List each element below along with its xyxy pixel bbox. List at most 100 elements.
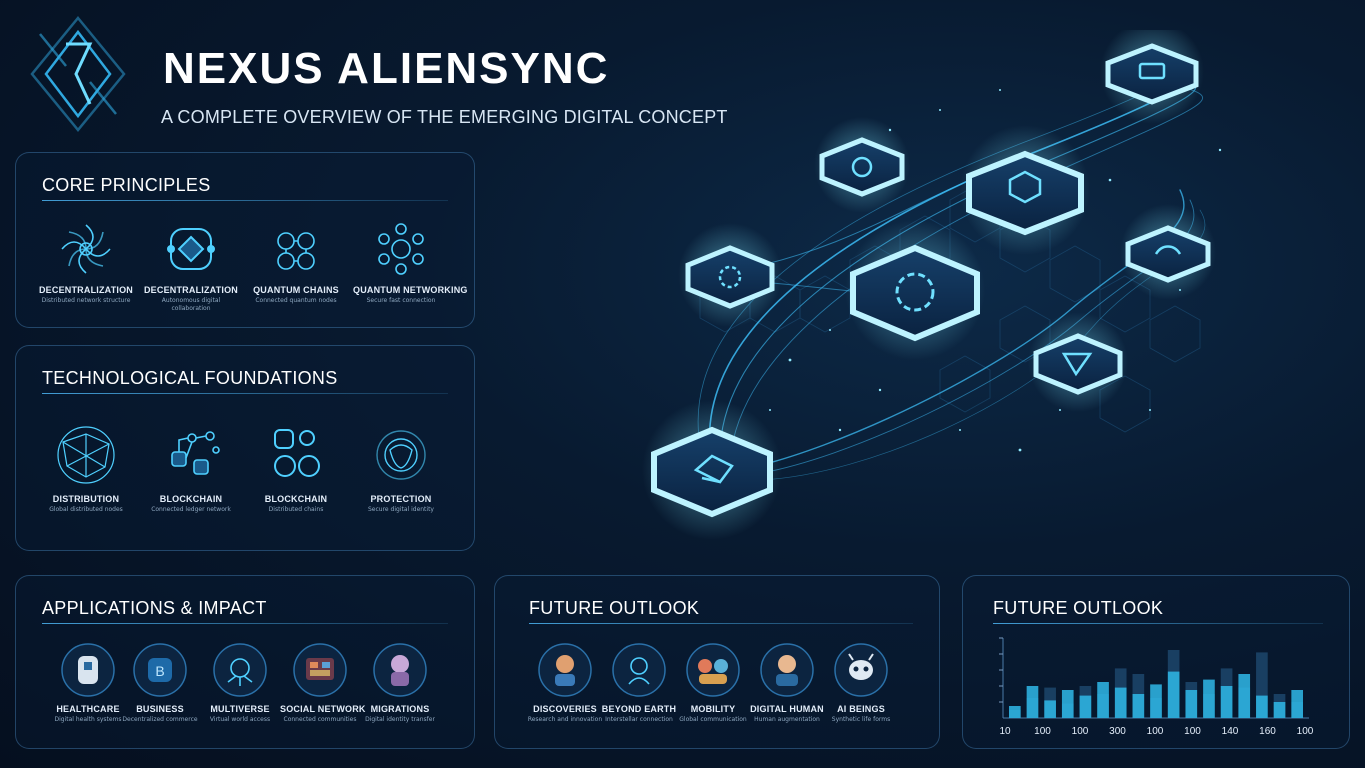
social-network-icon xyxy=(293,643,347,697)
tech-foundations-title: TECHNOLOGICAL FOUNDATIONS xyxy=(42,368,338,388)
future-item-desc: Research and innovation xyxy=(527,716,603,723)
future-item-2[interactable]: BEYOND EARTH Interstellar connection xyxy=(599,642,679,724)
bar-series-1 xyxy=(1097,682,1109,718)
x-tick-label: 100 xyxy=(1147,726,1164,737)
bar-series-1 xyxy=(1238,674,1251,718)
future-item-5[interactable]: AI BEINGS Synthetic life forms xyxy=(821,642,901,724)
future-item-desc: Interstellar connection xyxy=(605,716,673,723)
x-tick-label: 300 xyxy=(1109,726,1126,737)
app-item-3[interactable]: MULTIVERSE Virtual world access xyxy=(200,642,280,724)
app-item-label: BUSINESS xyxy=(136,704,184,714)
page-title: NEXUS ALIENSYNC xyxy=(163,44,610,93)
divider xyxy=(42,393,448,394)
spiral-icon xyxy=(61,224,111,274)
bar-series-1 xyxy=(1132,694,1145,718)
tech-item-label: DISTRIBUTION xyxy=(52,494,120,504)
mobility-icon xyxy=(686,643,740,697)
bar-series-1 xyxy=(1026,686,1039,718)
app-item-label: MULTIVERSE xyxy=(210,704,270,714)
tech-item-desc: Secure digital identity xyxy=(368,506,434,513)
future-item-label: BEYOND EARTH xyxy=(601,704,677,714)
tech-item-1[interactable]: DISTRIBUTION Global distributed nodes xyxy=(38,422,134,514)
future-item-label: DISCOVERIES xyxy=(533,704,597,714)
core-principles-panel: CORE PRINCIPLES DECENTRALIZATION Distrib… xyxy=(15,152,475,328)
tech-item-label: PROTECTION xyxy=(370,494,432,504)
bar-series-1 xyxy=(1256,695,1268,718)
discoveries-icon xyxy=(538,643,592,697)
future-item-1[interactable]: DISCOVERIES Research and innovation xyxy=(525,642,605,724)
core-item-desc: Distributed network structure xyxy=(41,297,131,304)
tech-item-desc: Global distributed nodes xyxy=(49,506,123,513)
x-tick-label: 140 xyxy=(1222,726,1239,737)
future-item-3[interactable]: MOBILITY Global communication xyxy=(673,642,753,724)
bar-series-1 xyxy=(1273,702,1286,718)
x-tick-label: 100 xyxy=(1034,726,1051,737)
divider xyxy=(993,623,1323,624)
gears-icon xyxy=(277,232,315,270)
core-item-4[interactable]: QUANTUM NETWORKING Secure fast connectio… xyxy=(353,219,467,305)
cube-chain-icon xyxy=(171,431,220,475)
future-item-desc: Global communication xyxy=(679,716,747,723)
future-item-desc: Human augmentation xyxy=(754,716,820,723)
core-item-2[interactable]: DECENTRALIZATION Autonomous digital coll… xyxy=(143,219,239,313)
app-item-desc: Virtual world access xyxy=(209,716,271,723)
tech-item-3[interactable]: BLOCKCHAIN Distributed chains xyxy=(248,422,344,514)
bar-series-1 xyxy=(1291,690,1303,718)
bar-series-1 xyxy=(1061,690,1074,718)
app-item-desc: Decentralized commerce xyxy=(122,716,198,723)
core-item-desc: Connected quantum nodes xyxy=(255,297,337,304)
applications-title: APPLICATIONS & IMPACT xyxy=(42,598,267,618)
future-chart-title: FUTURE OUTLOOK xyxy=(993,598,1164,618)
tech-item-desc: Distributed chains xyxy=(268,506,324,513)
tech-item-2[interactable]: BLOCKCHAIN Connected ledger network xyxy=(143,422,239,514)
core-item-desc: Autonomous digital collaboration xyxy=(161,297,221,312)
bar-series-1 xyxy=(1114,687,1127,718)
x-tick-label: 100 xyxy=(1184,726,1201,737)
network-ring-icon xyxy=(378,223,424,275)
applications-panel: APPLICATIONS & IMPACT HEALTHCARE Digital… xyxy=(15,575,475,749)
app-item-5[interactable]: MIGRATIONS Digital identity transfer xyxy=(360,642,440,724)
page-subtitle: A COMPLETE OVERVIEW OF THE EMERGING DIGI… xyxy=(161,107,728,127)
svg-text:B: B xyxy=(155,663,164,679)
future-item-label: DIGITAL HUMAN xyxy=(750,704,824,714)
healthcare-icon xyxy=(61,643,115,697)
app-item-desc: Digital identity transfer xyxy=(365,716,435,723)
tech-item-4[interactable]: PROTECTION Secure digital identity xyxy=(353,422,449,514)
multiverse-icon xyxy=(213,643,267,697)
bar-series-1 xyxy=(1220,686,1233,718)
app-item-2[interactable]: B BUSINESS Decentralized commerce xyxy=(120,642,200,724)
core-item-1[interactable]: DECENTRALIZATION Distributed network str… xyxy=(38,219,134,305)
x-tick-label: 10 xyxy=(999,726,1011,737)
core-item-3[interactable]: QUANTUM CHAINS Connected quantum nodes xyxy=(248,219,344,305)
x-tick-label: 160 xyxy=(1259,726,1276,737)
core-item-desc: Secure fast connection xyxy=(366,297,436,304)
bar-series-1 xyxy=(1150,684,1162,718)
tech-item-label: BLOCKCHAIN xyxy=(264,494,328,504)
app-item-label: HEALTHCARE xyxy=(56,704,120,714)
future-item-desc: Synthetic life forms xyxy=(831,716,891,723)
app-item-label: MIGRATIONS xyxy=(370,704,430,714)
app-item-label: SOCIAL NETWORK xyxy=(280,704,366,714)
divider xyxy=(42,200,448,201)
shield-orb-icon xyxy=(376,430,426,480)
future-item-4[interactable]: DIGITAL HUMAN Human augmentation xyxy=(747,642,827,724)
digital-human-icon xyxy=(760,643,814,697)
beyond-earth-icon xyxy=(612,643,666,697)
divider xyxy=(42,623,448,624)
bar-series-1 xyxy=(1079,695,1092,718)
diamond-node-icon xyxy=(167,228,215,270)
tech-item-label: BLOCKCHAIN xyxy=(159,494,223,504)
ai-beings-icon xyxy=(834,643,888,697)
network-visualization xyxy=(642,30,1222,540)
app-item-1[interactable]: HEALTHCARE Digital health systems xyxy=(40,642,136,724)
bar-series-1 xyxy=(1185,690,1198,718)
bar-series-1 xyxy=(1203,679,1215,718)
x-tick-label: 100 xyxy=(1297,726,1313,737)
block-rings-icon xyxy=(274,429,320,477)
bar-series-1 xyxy=(1044,700,1056,718)
bar-series-1 xyxy=(1167,671,1180,718)
future-outlook-title: FUTURE OUTLOOK xyxy=(529,598,700,618)
app-item-4[interactable]: SOCIAL NETWORK Connected communities xyxy=(280,642,366,724)
